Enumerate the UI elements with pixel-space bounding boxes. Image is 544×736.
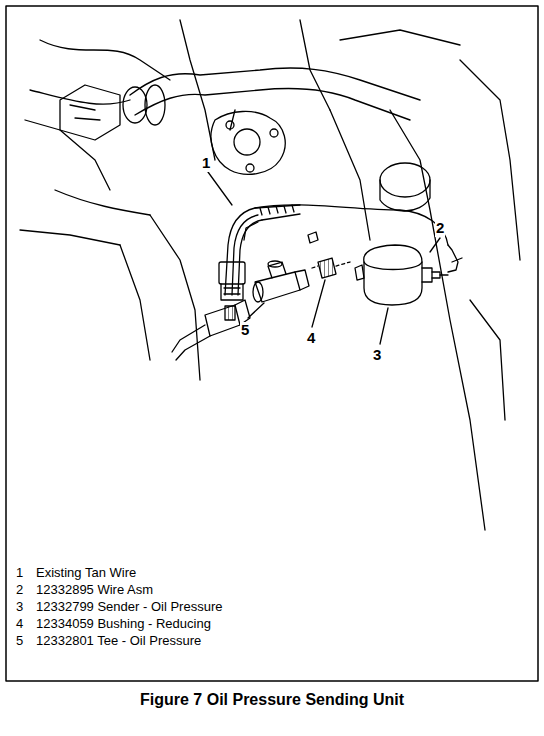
part-description: 12332895 Wire Asm xyxy=(36,583,153,597)
callout-number: 5 xyxy=(240,322,250,339)
legend-number: 5 xyxy=(16,634,23,648)
legend-number: 2 xyxy=(16,583,23,597)
frame xyxy=(6,6,538,681)
part-description: Existing Tan Wire xyxy=(36,566,136,580)
legend-number: 3 xyxy=(16,600,23,614)
part-description: 12334059 Bushing - Reducing xyxy=(36,617,211,631)
legend-number: 1 xyxy=(16,566,23,580)
callout-number: 2 xyxy=(435,220,445,237)
legend-number: 4 xyxy=(16,617,23,631)
part-description: 12332799 Sender - Oil Pressure xyxy=(36,600,222,614)
callout-number: 4 xyxy=(306,330,316,347)
part-description: 12332801 Tee - Oil Pressure xyxy=(36,634,201,648)
figure-caption: Figure 7 Oil Pressure Sending Unit xyxy=(140,691,404,709)
callout-number: 3 xyxy=(372,347,382,364)
callout-number: 1 xyxy=(201,155,211,172)
